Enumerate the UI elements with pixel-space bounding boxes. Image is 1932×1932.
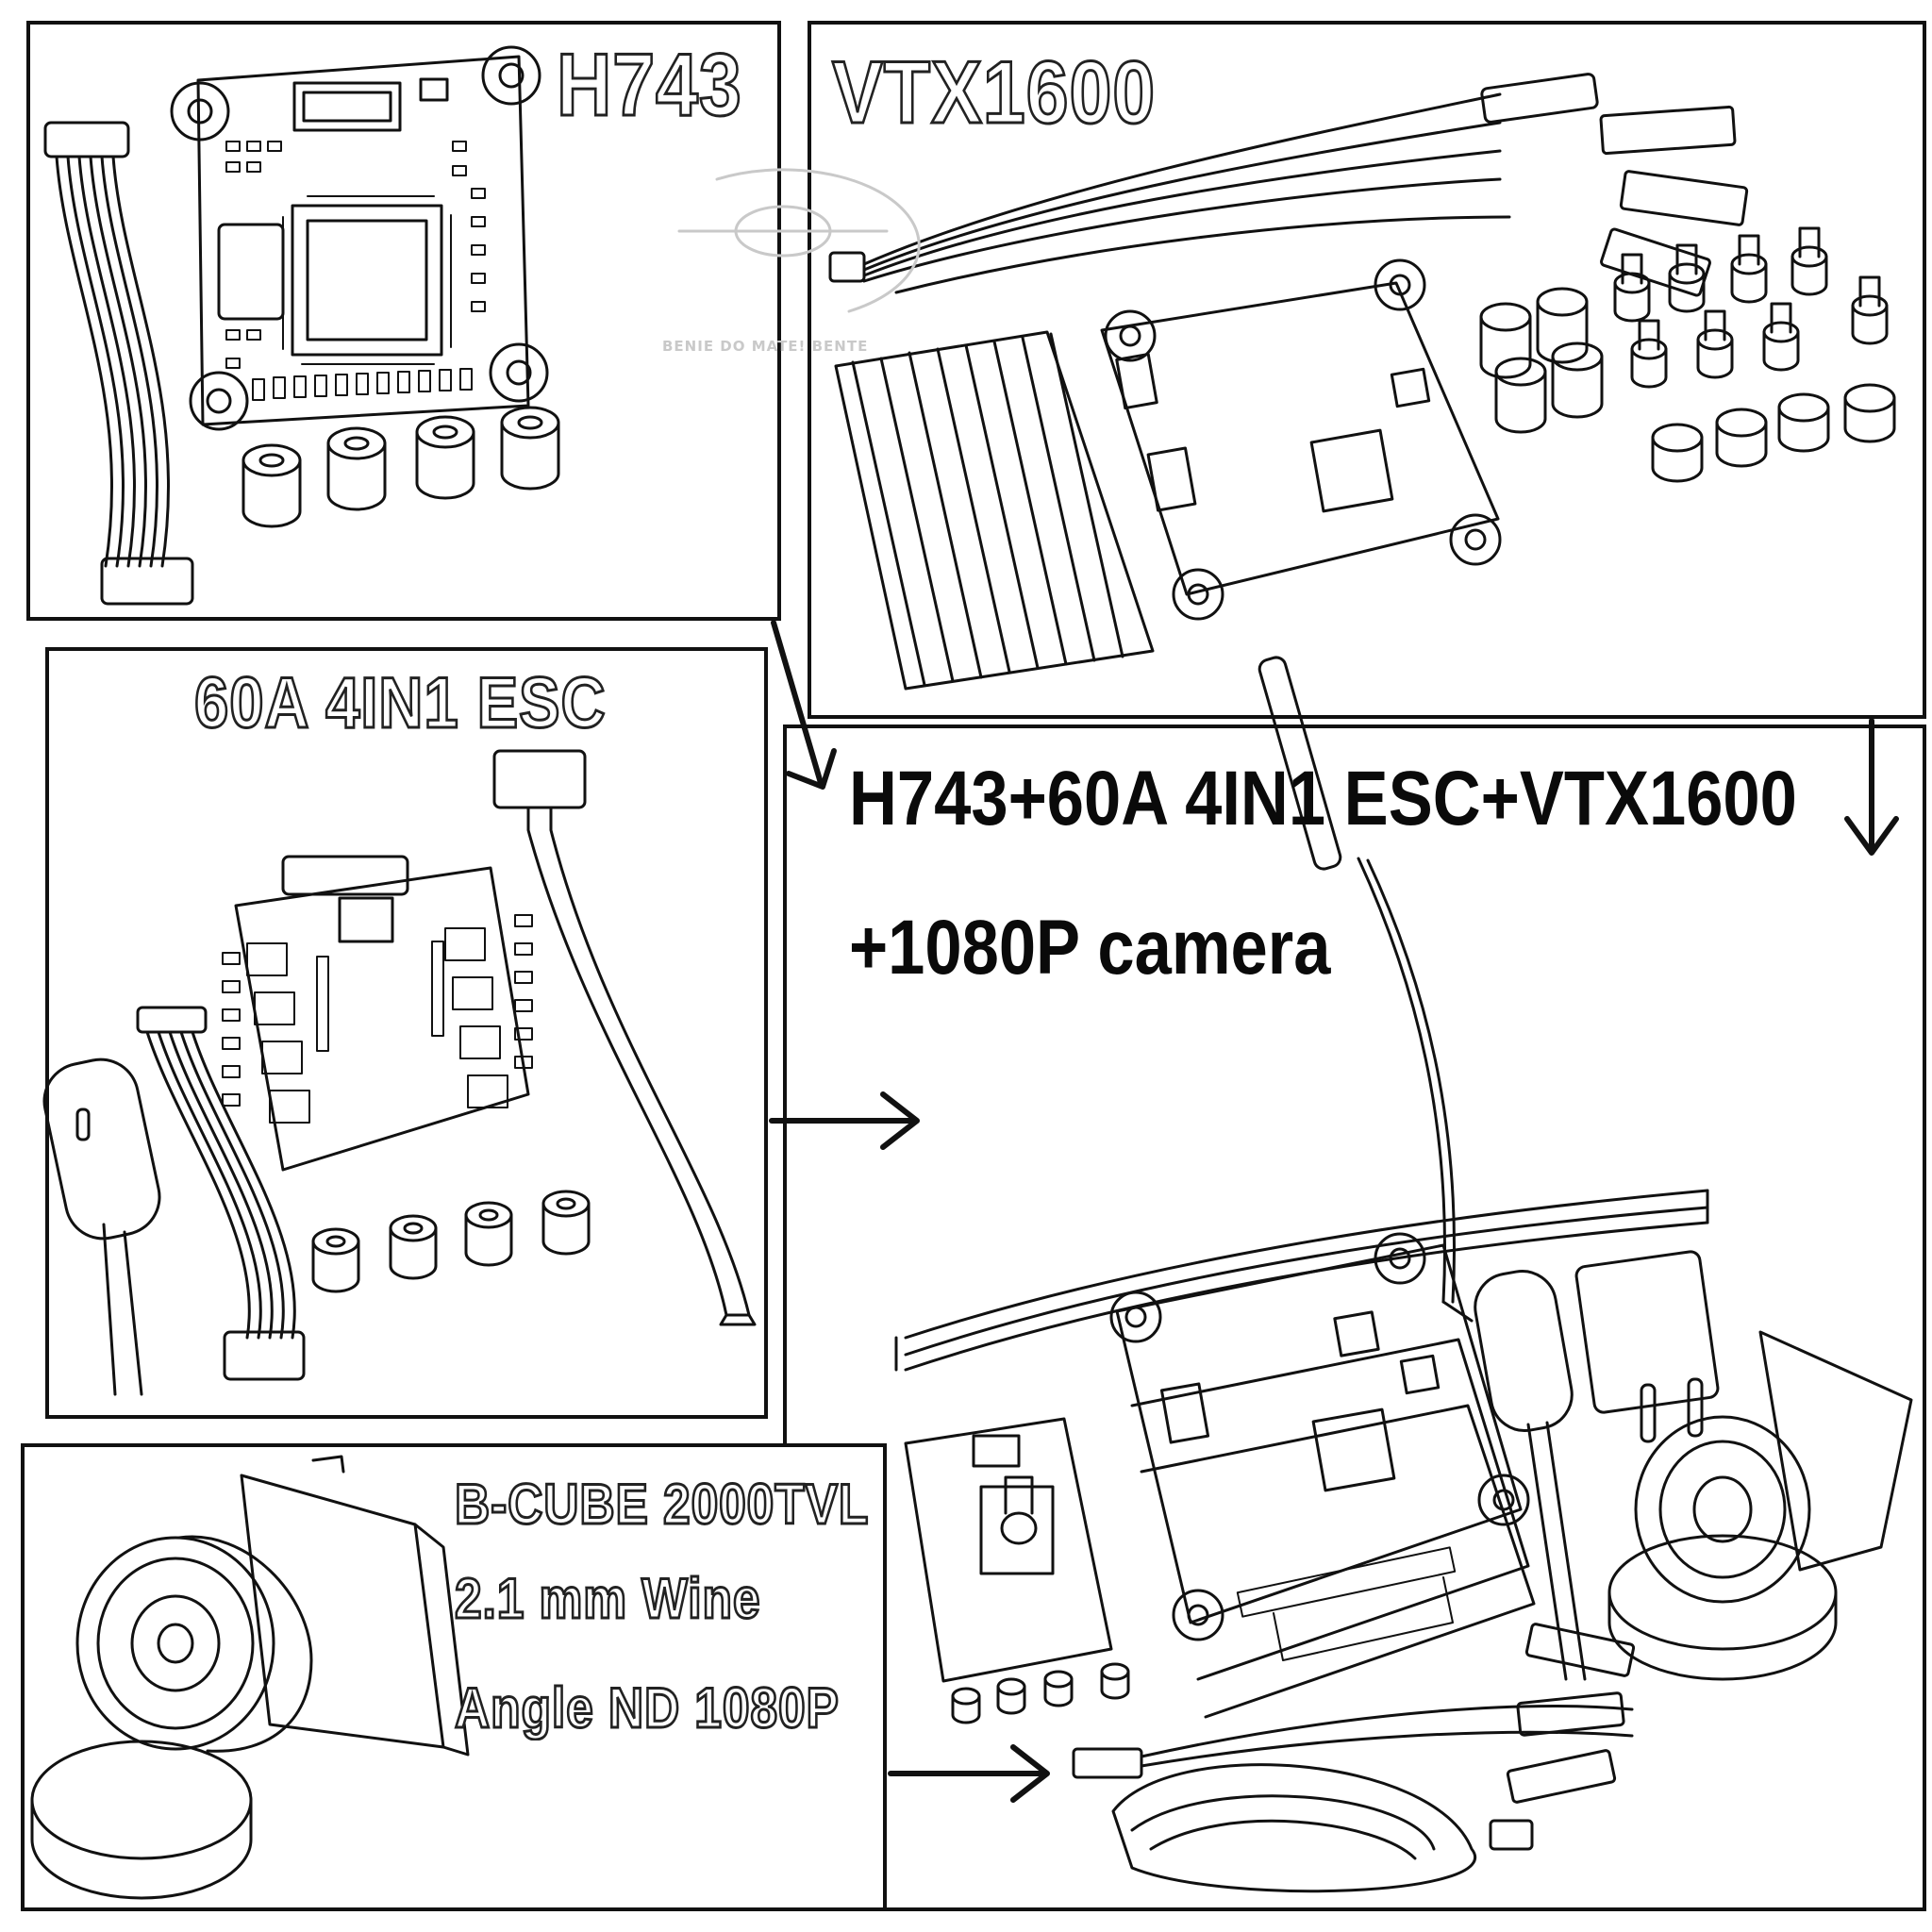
- combo-vtx-antenna: [1257, 656, 1474, 1323]
- camera-body: [30, 1455, 470, 1900]
- combo-camera: [1574, 1250, 1913, 1681]
- combo-esc-capacitor: [1474, 1270, 1587, 1681]
- arrow-camera-to-combo: [888, 1744, 1050, 1803]
- h743-flight-controller: [170, 45, 549, 431]
- vtx-standoffs: [1613, 226, 1889, 389]
- esc-grommets: [311, 1190, 591, 1293]
- arrow-vtx-to-combo: [1844, 718, 1899, 856]
- combo-title-line1: H743+60A 4IN1 ESC+VTX1600: [849, 756, 1797, 841]
- esc-board: [222, 855, 533, 1172]
- panel-h743: [26, 21, 781, 621]
- h743-grommets: [242, 406, 560, 528]
- esc-capacitor: [42, 1058, 161, 1396]
- esc-title: 60A 4IN1 ESC: [193, 662, 607, 745]
- combo-grommets: [951, 1662, 1130, 1724]
- vtx-heatsink: [834, 330, 1155, 691]
- vtx1600-title: VTX1600: [831, 42, 1157, 143]
- esc-power-lead: [492, 749, 757, 1326]
- combo-title-line2: +1080P camera: [849, 905, 1331, 991]
- watermark-text: BENIE DO MATE! BENTE: [662, 338, 869, 355]
- esc-ribbon-cable: [136, 1006, 306, 1381]
- arrow-esc-to-combo: [769, 1091, 920, 1150]
- watermark-logo: [677, 168, 921, 313]
- h743-title: H743: [556, 34, 742, 136]
- arrow-h743-to-combo: [771, 620, 837, 790]
- combo-cable-bundle: [1072, 1623, 1636, 1893]
- vtx-grommets: [1479, 287, 1896, 483]
- h743-ribbon-cable: [43, 121, 194, 606]
- combo-stack: [1109, 1232, 1536, 1719]
- camera-title-line2: 2.1 mm Wine: [454, 1566, 761, 1632]
- vtx-wire-harness: [828, 73, 1749, 297]
- vtx-board: [1100, 258, 1502, 621]
- combo-rx-board: [904, 1417, 1113, 1683]
- panel-camera: [21, 1443, 887, 1911]
- camera-title-line3: Angle ND 1080P: [454, 1675, 841, 1741]
- camera-title-line1: B-CUBE 2000TVL: [454, 1472, 870, 1538]
